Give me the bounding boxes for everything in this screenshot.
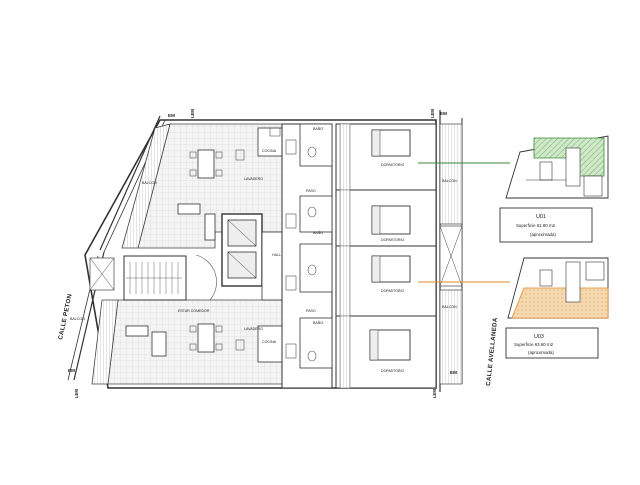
street-label-right: CALLE AVELLANEDA <box>485 317 499 386</box>
label-balcon-left-bottom: BALCON <box>70 317 85 321</box>
unit-card-u03: U03 Superficie 63.60 m2 (aproximada) <box>505 327 599 359</box>
key-plan-u03 <box>507 257 609 319</box>
lem-marker-top-left: LEM <box>190 109 195 118</box>
left-void-box <box>89 257 115 291</box>
label-balcon-left-top: BALCON <box>142 181 157 185</box>
label-dormitorio-1: DORMITORIO <box>381 163 404 167</box>
lem-marker-bottom-left: LEM <box>74 389 79 398</box>
unit-u01-note: (aproximada) <box>530 232 556 237</box>
label-bano-top: BAÑO <box>313 126 323 131</box>
label-dormitorio-3: DORMITORIO <box>381 289 404 293</box>
label-bano-mid: BAÑO <box>313 230 323 235</box>
label-paso-bottom: PASO <box>306 309 316 313</box>
label-bano-bottom: BAÑO <box>313 320 323 325</box>
label-lavadero-bottom: LAVADERO <box>244 327 263 331</box>
lower-living-area <box>91 299 283 385</box>
label-paso-top: PASO <box>306 189 316 193</box>
em-marker-top-right: EM <box>440 111 447 116</box>
em-marker-top-left: EM <box>168 113 175 118</box>
label-estar-bottom: ESTAR COMEDOR <box>178 309 210 313</box>
service-column <box>281 123 333 389</box>
label-cocina-bottom: COCINA <box>262 340 277 344</box>
building-core <box>123 213 301 301</box>
label-cocina-top: COCINA <box>262 149 277 153</box>
label-balcon-right-top: BALCON <box>442 179 457 183</box>
label-balcon-right-bottom: BALCON <box>442 305 457 309</box>
em-marker-bottom-right: EM <box>450 370 457 375</box>
label-hall: HALL <box>272 253 281 257</box>
bedroom-column <box>335 123 437 389</box>
room-labels: COCINA COCINA BAÑO BAÑO BAÑO LAVADERO LA… <box>70 126 457 373</box>
key-plan-u01 <box>505 135 609 199</box>
label-dormitorio-2: DORMITORIO <box>381 238 404 242</box>
unit-card-u01: U01 Superficie 61.80 m2 (aproximada) <box>499 207 593 243</box>
markers: EM EM EM EM LEM LEM LEM LEM <box>68 109 457 398</box>
right-balconies <box>439 123 463 385</box>
unit-u03-note: (aproximada) <box>528 350 554 355</box>
lem-marker-bottom-right: LEM <box>432 389 437 398</box>
label-dormitorio-4: DORMITORIO <box>381 369 404 373</box>
unit-u01-area: Superficie 61.80 m2 <box>516 223 556 228</box>
label-lavadero-top: LAVADERO <box>244 177 263 181</box>
unit-u03-title: U03 <box>534 334 544 340</box>
lem-marker-top-right: LEM <box>430 109 435 118</box>
em-marker-bottom-left: EM <box>68 368 75 373</box>
unit-u03-area: Superficie 63.60 m2 <box>514 342 554 347</box>
unit-u01-title: U01 <box>536 214 546 220</box>
